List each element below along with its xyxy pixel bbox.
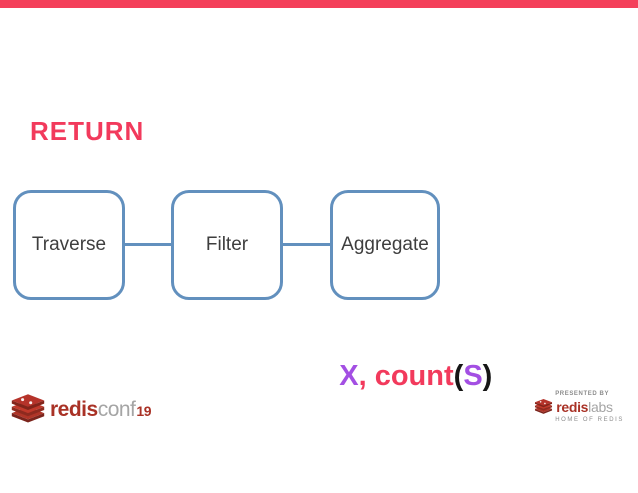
pipeline-node-filter: Filter <box>171 190 283 300</box>
redislabs-suffix-text: labs <box>588 399 613 415</box>
return-expression: X, count(S) <box>307 327 492 426</box>
presented-by-label: PRESENTED BY <box>555 391 610 397</box>
expression-paren-close: ) <box>482 360 493 392</box>
pipeline-connector-2 <box>283 243 330 246</box>
redisconf-wordmark: redisconf19 <box>50 399 151 420</box>
slide-title: RETURN <box>30 116 145 146</box>
expression-variable-x: X <box>339 360 359 392</box>
redislabs-wordmark: redislabs <box>556 399 613 415</box>
redis-cube-icon <box>10 392 46 427</box>
redislabs-logo-block: PRESENTED BY redislabs HOME OF REDIS <box>534 391 624 423</box>
pipeline-connector-1 <box>125 243 171 246</box>
redisconf-logo: redisconf19 <box>10 392 151 427</box>
redisconf-year-text: 19 <box>136 403 151 419</box>
node-label-aggregate: Aggregate <box>341 234 429 255</box>
redisconf-brand-text: redis <box>50 398 98 421</box>
redis-cube-icon-small <box>534 398 553 416</box>
node-label-filter: Filter <box>205 234 249 255</box>
expression-function-count: count <box>374 360 454 392</box>
top-accent-bar <box>0 0 638 8</box>
expression-variable-s: S <box>463 360 483 392</box>
redisconf-suffix-text: conf <box>97 398 136 421</box>
expression-comma: , <box>358 360 375 392</box>
pipeline-node-traverse: Traverse <box>13 190 125 300</box>
node-label-traverse: Traverse <box>31 234 107 255</box>
expression-paren-open: ( <box>453 360 464 392</box>
pipeline-node-aggregate: Aggregate <box>330 190 440 300</box>
home-of-redis-tagline: HOME OF REDIS <box>555 417 624 423</box>
redislabs-brand-text: redis <box>556 399 589 415</box>
redislabs-logo-row: redislabs <box>534 398 613 416</box>
